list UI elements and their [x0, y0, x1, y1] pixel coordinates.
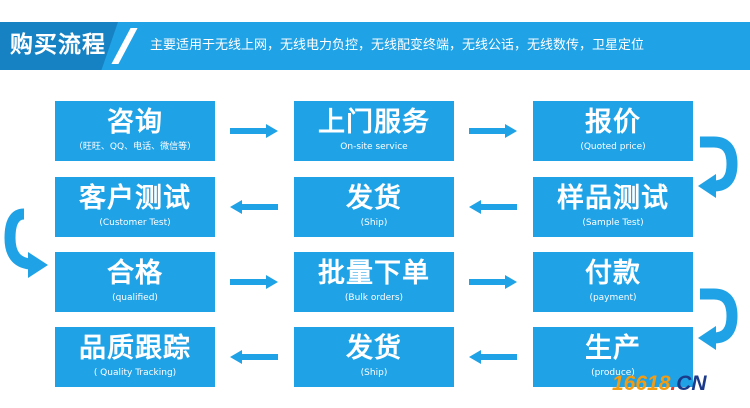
arrow-right-icon [230, 275, 278, 289]
step-title: 生产 [585, 333, 641, 364]
step-onsite-service: 上门服务 On-site service [294, 101, 454, 161]
step-subtitle: ( Quality Tracking) [93, 368, 177, 378]
step-quality-tracking: 品质跟踪 ( Quality Tracking) [55, 327, 215, 387]
arrow-left-icon [230, 350, 278, 364]
header-tab: 购买流程 [0, 22, 118, 70]
step-title: 样品测试 [557, 183, 669, 214]
header-bar: 购买流程 主要适用于无线上网，无线电力负控，无线配变终端，无线公话，无线数传，卫… [0, 22, 750, 70]
step-quote: 报价 (Quoted price) [533, 101, 693, 161]
step-customer-test: 客户测试 (Customer Test) [55, 177, 215, 237]
step-subtitle: (Quoted price) [580, 142, 646, 152]
watermark-logo: 16618.CN [612, 372, 707, 396]
step-subtitle: (Customer Test) [99, 218, 171, 228]
header-description: 主要适用于无线上网，无线电力负控，无线配变终端，无线公话，无线数传，卫星定位 [150, 38, 645, 53]
step-title: 报价 [585, 107, 641, 138]
arrow-right-icon [469, 124, 517, 138]
step-bulk-orders: 批量下单 (Bulk orders) [294, 252, 454, 312]
step-title: 发货 [346, 333, 402, 364]
step-title: 客户测试 [79, 183, 191, 214]
step-title: 批量下单 [318, 258, 430, 289]
page-title: 购买流程 [10, 32, 106, 58]
step-produce: 生产 (produce) [533, 327, 693, 387]
arrow-left-icon [230, 200, 278, 214]
step-subtitle: (Bulk orders) [344, 293, 404, 303]
uturn-arrow-icon [694, 286, 742, 360]
step-subtitle: （旺旺、QQ、电话、微信等） [73, 142, 197, 152]
step-subtitle: (Ship) [360, 218, 388, 228]
arrow-right-icon [469, 275, 517, 289]
step-sample-test: 样品测试 (Sample Test) [533, 177, 693, 237]
step-title: 付款 [585, 258, 641, 289]
step-consult: 咨询 （旺旺、QQ、电话、微信等） [55, 101, 215, 161]
watermark-number: 16618 [612, 372, 671, 395]
step-subtitle: (Sample Test) [582, 218, 644, 228]
arrow-right-icon [230, 124, 278, 138]
step-subtitle: On-site service [340, 142, 408, 152]
arrow-left-icon [469, 350, 517, 364]
step-title: 上门服务 [318, 107, 430, 138]
step-title: 品质跟踪 [79, 333, 191, 364]
uturn-arrow-icon [2, 208, 52, 286]
step-payment: 付款 (payment) [533, 252, 693, 312]
step-title: 合格 [107, 258, 163, 289]
arrow-left-icon [469, 200, 517, 214]
uturn-arrow-icon [694, 134, 742, 208]
watermark-domain: CN [676, 372, 707, 395]
step-qualified: 合格 (qualified) [55, 252, 215, 312]
step-ship-2: 发货 (Ship) [294, 327, 454, 387]
header-slash-decoration [111, 28, 138, 64]
step-subtitle: (qualified) [112, 293, 158, 303]
step-subtitle: (payment) [589, 293, 637, 303]
watermark-dot: . [670, 372, 677, 395]
step-subtitle: (Ship) [360, 368, 388, 378]
step-title: 发货 [346, 183, 402, 214]
step-subtitle: (produce) [591, 368, 635, 378]
step-ship-1: 发货 (Ship) [294, 177, 454, 237]
step-title: 咨询 [107, 107, 163, 138]
